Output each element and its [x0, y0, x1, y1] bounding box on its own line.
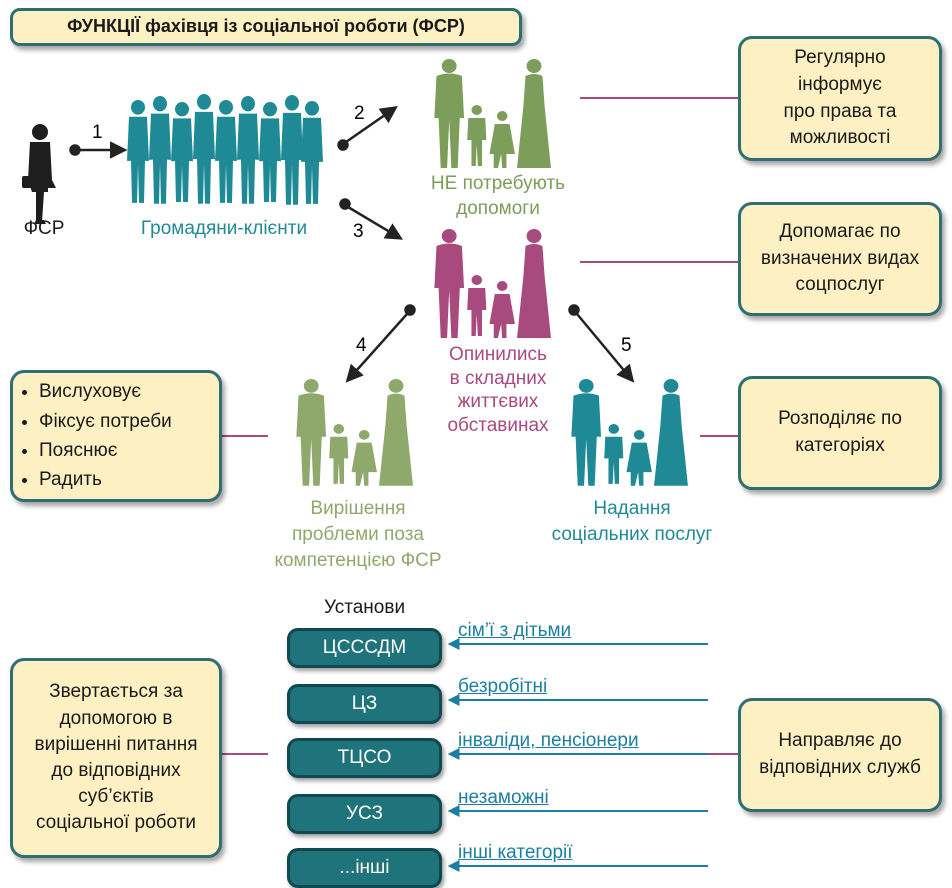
institution-usz: УСЗ: [287, 794, 442, 834]
informs-box: Регулярно інформує про права та можливос…: [738, 36, 942, 161]
listens-box: Вислуховує Фіксує потреби Пояснює Радить: [10, 370, 222, 502]
list-item: Радить: [39, 465, 172, 494]
institutions-title: Установи: [323, 597, 406, 618]
step-2: 2: [354, 103, 365, 124]
step-3: 3: [353, 221, 364, 242]
difficult-label: Опинились в складних життєвих обставинах: [447, 344, 549, 436]
list-item: Фіксує потреби: [39, 407, 172, 436]
institution-other: ...інші: [287, 848, 442, 888]
distributes-box: Розподіляє по категоріях: [738, 376, 942, 490]
no-help-label: НЕ потребують допомоги: [430, 173, 566, 219]
appeals-box: Звертається за допомогою в вирішенні пит…: [10, 658, 222, 858]
arrow-3: [347, 205, 404, 240]
institution-tcso: ТЦСО: [287, 738, 442, 778]
step-5: 5: [621, 335, 632, 356]
category-label: інші категорії: [458, 842, 573, 863]
arrow-5: [576, 313, 635, 383]
businessman-icon: [22, 124, 56, 224]
helps-box: Допомагає по визначених видах соцпослуг: [738, 202, 942, 316]
arrow-4: [345, 313, 408, 383]
category-label: сім’ї з дітьми: [458, 620, 572, 641]
category-label: незаможні: [458, 787, 549, 808]
list-item: Пояснює: [39, 436, 172, 465]
title-text: ФУНКЦІЇ фахівця із соціальної роботи (ФС…: [67, 16, 465, 37]
clients-label: Громадяни-клієнти: [140, 218, 308, 239]
directs-box: Направляє до відповідних служб: [738, 698, 942, 812]
step-4: 4: [356, 335, 367, 356]
fsr-label: ФСР: [23, 218, 65, 239]
institution-cz: ЦЗ: [287, 684, 442, 724]
family-magenta-icon: [434, 229, 551, 338]
institution-csssdm: ЦСССДМ: [287, 628, 442, 668]
family-green2-icon: [296, 378, 413, 486]
arrow-1-dot: [69, 144, 81, 156]
category-label: безробітні: [458, 676, 548, 697]
list-item: Вислуховує: [39, 377, 172, 406]
arrow-2: [345, 106, 398, 144]
step-1: 1: [92, 122, 103, 143]
family-green-icon: [434, 59, 551, 168]
listens-list: Вислуховує Фіксує потреби Пояснює Радить: [17, 377, 172, 495]
outside-label: Вирішення проблеми поза компетенцією ФСР: [274, 498, 442, 571]
category-label: інваліди, пенсіонери: [458, 730, 639, 751]
title-box: ФУНКЦІЇ фахівця із соціальної роботи (ФС…: [10, 8, 522, 46]
services-label: Надання соціальних послуг: [551, 498, 713, 545]
family-teal-icon: [571, 378, 688, 486]
crowd-icon: [127, 94, 323, 205]
